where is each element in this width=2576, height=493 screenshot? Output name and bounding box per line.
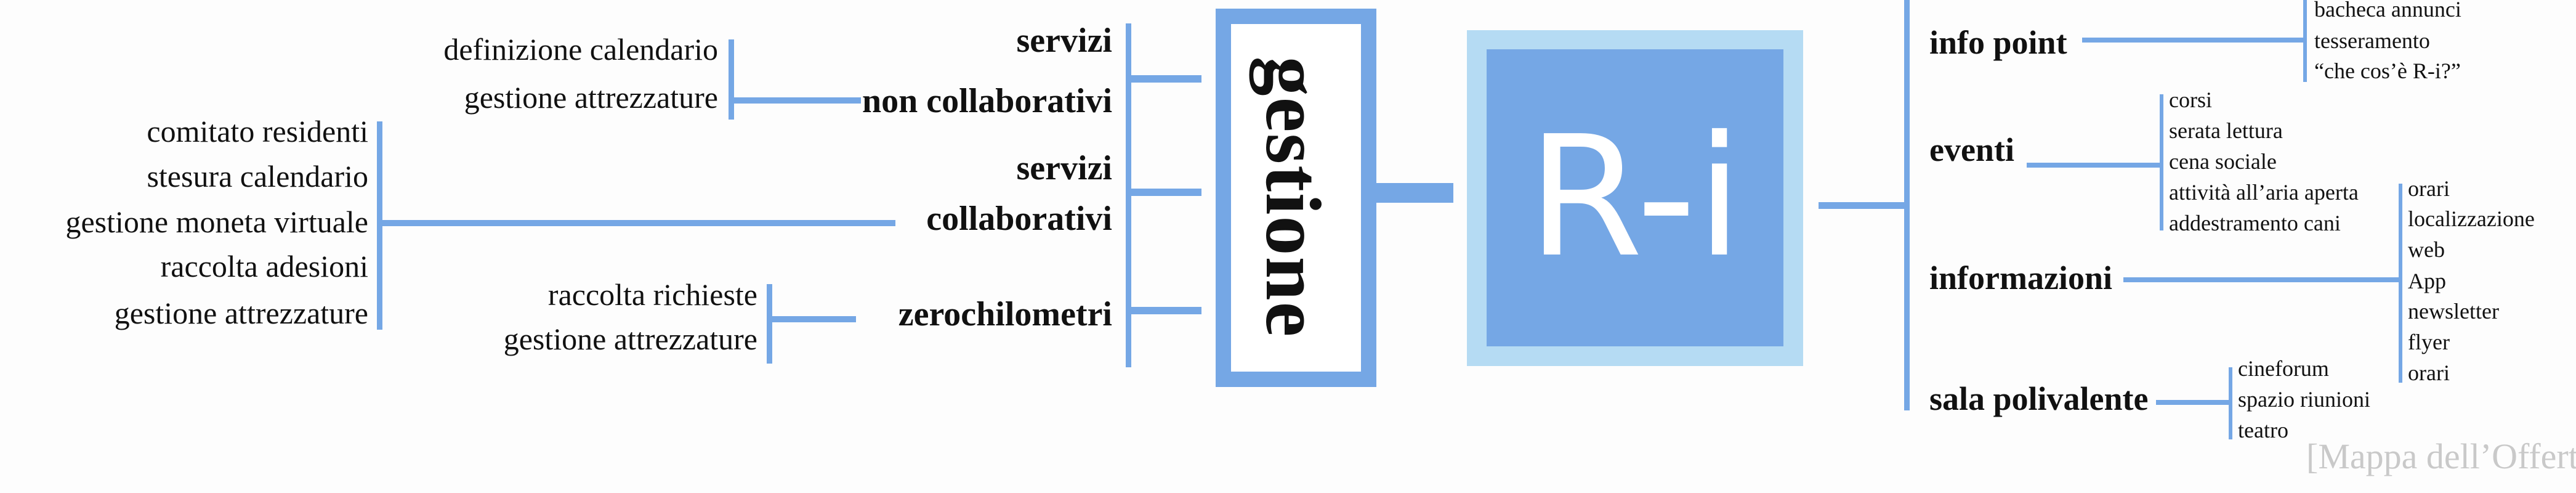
leaf-item: corsi	[2169, 88, 2212, 112]
connector-line	[2123, 277, 2400, 282]
connector-line	[767, 316, 856, 322]
leaf-item: attività all’aria aperta	[2169, 180, 2359, 205]
connector-line	[2156, 400, 2231, 405]
hub-connector-right	[1819, 202, 1907, 209]
gestione-box	[1216, 9, 1376, 387]
branch-title: sala polivalente	[1929, 380, 2149, 417]
map-caption: [Mappa dell’Offerta]	[2306, 436, 2576, 476]
bracket-line	[2160, 94, 2163, 230]
connector-line	[2082, 38, 2305, 43]
leaf-item: comitato residenti	[147, 114, 368, 149]
bracket-line	[2303, 0, 2307, 82]
leaf-item: cena sociale	[2169, 149, 2277, 174]
leaf-item: gestione moneta virtuale	[65, 205, 368, 239]
leaf-item: “che cos’è R-i?”	[2314, 59, 2461, 83]
connector-line	[2027, 163, 2162, 168]
leaf-item: spazio riunioni	[2238, 387, 2370, 412]
leaf-item: bacheca annunci	[2314, 0, 2461, 22]
leaf-item: tesseramento	[2314, 28, 2430, 53]
branch-title: zerochilometri	[898, 295, 1112, 333]
leaf-item: gestione attrezzature	[114, 296, 368, 330]
leaf-item: orari	[2408, 361, 2450, 385]
leaf-item: flyer	[2408, 330, 2450, 354]
leaf-item: teatro	[2238, 418, 2288, 442]
branch-title: non collaborativi	[862, 82, 1112, 120]
leaf-item: raccolta adesioni	[160, 249, 368, 283]
ri-logo-inner: R-i	[1487, 49, 1783, 346]
leaf-item: localizzazione	[2408, 206, 2535, 231]
leaf-item: orari	[2408, 176, 2450, 201]
bracket-line	[729, 39, 734, 120]
branch-title: servizi	[1016, 149, 1112, 187]
leaf-item: addestramento cani	[2169, 211, 2341, 235]
bracket-line	[767, 284, 772, 364]
branch-title: eventi	[1929, 131, 2014, 168]
branch-title: servizi	[1016, 22, 1112, 60]
leaf-item: stesura calendario	[147, 159, 368, 194]
ri-logo-text: R-i	[1527, 100, 1743, 294]
stub-line	[1131, 189, 1201, 196]
connector-line	[377, 220, 895, 226]
connector-line	[729, 97, 861, 104]
stub-line	[1131, 75, 1201, 83]
leaf-item: gestione attrezzature	[464, 80, 718, 115]
main-bracket-right	[1904, 0, 1910, 410]
leaf-item: gestione attrezzature	[503, 322, 757, 356]
leaf-item: newsletter	[2408, 299, 2499, 324]
branch-title: informazioni	[1929, 259, 2112, 296]
branch-title: collaborativi	[926, 200, 1112, 238]
gestione-label: gestione	[1250, 56, 1337, 338]
leaf-item: web	[2408, 237, 2445, 262]
leaf-item: cineforum	[2238, 356, 2329, 381]
ri-logo-box: R-i	[1467, 30, 1803, 366]
bracket-line	[2399, 184, 2402, 383]
bracket-line	[2229, 367, 2232, 439]
leaf-item: serata lettura	[2169, 118, 2283, 143]
main-bracket-left	[1126, 23, 1131, 367]
leaf-item: definizione calendario	[443, 32, 718, 67]
stub-line	[1131, 307, 1201, 314]
branch-title: info point	[1929, 24, 2067, 61]
leaf-item: App	[2408, 269, 2446, 293]
leaf-item: raccolta richieste	[547, 277, 757, 312]
hub-connector	[1376, 183, 1453, 203]
